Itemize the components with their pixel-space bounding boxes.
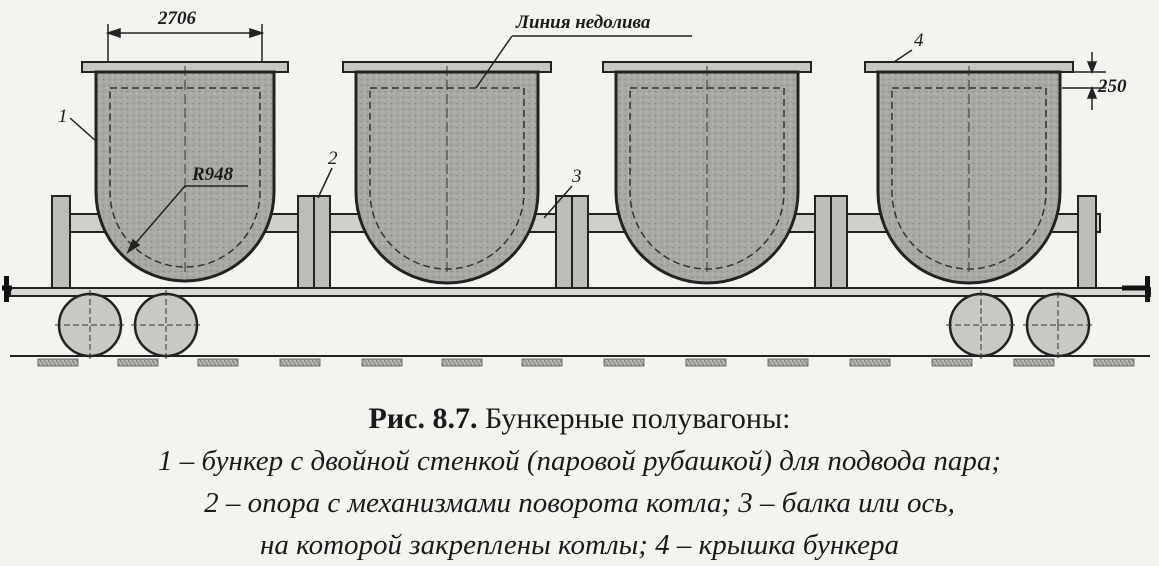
sleeper	[521, 358, 563, 367]
width-dimension	[105, 24, 265, 62]
sleeper	[767, 358, 809, 367]
caption-title-line: Рис. 8.7. Бункерные полувагоны:	[0, 398, 1159, 440]
support-post	[814, 195, 832, 289]
callout-1: 1	[58, 106, 68, 127]
callout-1-leader	[69, 117, 98, 143]
support-post	[571, 195, 589, 289]
callout-3-leader	[543, 185, 573, 219]
hopper-4	[864, 61, 1074, 285]
sleeper	[117, 358, 159, 367]
sleepers	[37, 358, 1135, 367]
sleeper	[1013, 358, 1055, 367]
underfill-leader-arrow	[475, 35, 513, 89]
radius-label: R948	[191, 164, 234, 185]
hopper-body	[94, 70, 276, 283]
sleeper	[603, 358, 645, 367]
sleeper	[849, 358, 891, 367]
support-post	[51, 195, 71, 289]
underfill-label: Линия недолива	[515, 12, 651, 33]
legend-line: 2 – опора с механизмами поворота котла; …	[204, 487, 955, 519]
hopper-body	[876, 70, 1062, 285]
supports	[51, 195, 1097, 289]
lid-offset-label: 250	[1097, 76, 1127, 97]
legend-line: 1 – бункер с двойной стенкой (паровой ру…	[157, 445, 1002, 477]
sleeper	[197, 358, 239, 367]
callout-2: 2	[328, 148, 338, 169]
wheels	[57, 292, 1091, 358]
hopper-cars-diagram: 2706 R948 250 Линия недолива 1 2 3 4	[2, 8, 1151, 367]
hopper-body	[354, 70, 540, 285]
hopper-body	[614, 70, 800, 285]
support-post	[1077, 195, 1097, 289]
figure-caption: Рис. 8.7. Бункерные полувагоны: 1 – бунк…	[0, 398, 1159, 566]
support-post	[555, 195, 573, 289]
sleeper	[279, 358, 321, 367]
support-post	[313, 195, 331, 289]
coupler-left-head	[4, 276, 9, 302]
sleeper	[1093, 358, 1135, 367]
sleeper	[931, 358, 973, 367]
sleeper	[361, 358, 403, 367]
sleeper	[441, 358, 483, 367]
callout-3: 3	[571, 166, 582, 187]
hopper-1	[81, 61, 289, 283]
hopper-3	[602, 61, 812, 285]
figure-title: Бункерные полувагоны:	[484, 402, 791, 435]
support-post	[830, 195, 848, 289]
width-dimension-label: 2706	[157, 8, 197, 29]
callout-4-leader	[893, 49, 913, 63]
sleeper	[685, 358, 727, 367]
legend-line: на которой закреплены котлы; 4 – крышка …	[259, 529, 900, 561]
coupler-right-head	[1145, 276, 1150, 302]
radius-dimension	[126, 185, 248, 254]
lid-offset-dimension	[1062, 52, 1106, 110]
figure-number: Рис. 8.7.	[368, 402, 478, 435]
hopper-2	[342, 61, 552, 285]
callout-4: 4	[914, 30, 924, 51]
sleeper	[37, 358, 79, 367]
callout-2-leader	[317, 167, 333, 199]
support-post	[297, 195, 315, 289]
